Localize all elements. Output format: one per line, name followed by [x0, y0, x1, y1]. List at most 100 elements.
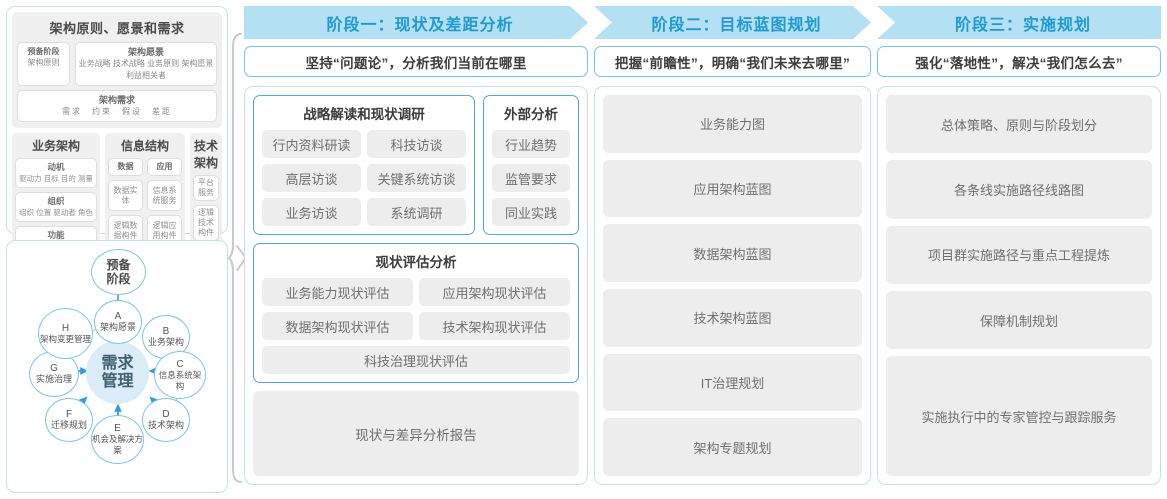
adm-node-e-letter: E	[114, 423, 121, 434]
prep-phase-sub: 架构原则	[27, 58, 60, 67]
adm-node-b-letter: B	[162, 326, 170, 337]
external-analysis-title: 外部分析	[504, 107, 558, 122]
phase-1-top-split: 战略解读和现状调研 行内资料研读 科技访谈 高层访谈 关键系统访谈 业务访谈 系…	[253, 95, 579, 235]
adm-node-d[interactable]: D 技术架构	[142, 398, 190, 442]
phase-2-header[interactable]: 阶段二：目标蓝图规划	[594, 6, 871, 39]
phase-2-header-label: 阶段二：目标蓝图规划	[651, 16, 822, 34]
phase-1-chevron-shape	[244, 6, 588, 39]
strategy-research-item[interactable]: 系统调研	[367, 198, 466, 226]
phase-2-item[interactable]: 数据架构蓝图	[603, 224, 862, 283]
strategy-research-item[interactable]: 高层访谈	[262, 164, 361, 192]
assessment-item[interactable]: 应用架构现状评估	[419, 278, 570, 306]
phase-2-item[interactable]: 架构专题规划	[603, 418, 862, 477]
technology-chip: 逻辑技术构件	[193, 205, 219, 241]
architecture-requirements-head: 架构需求	[98, 95, 135, 105]
adm-node-h-name: 架构变更管理	[39, 333, 91, 344]
business-item-head: 功能	[47, 230, 65, 240]
adm-node-center[interactable]: 需求 管理	[86, 341, 149, 404]
strategy-research-title: 战略解读和现状调研	[303, 107, 425, 122]
current-state-assessment-card: 现状评估分析 业务能力现状评估 应用架构现状评估 数据架构现状评估 技术架构现状…	[253, 243, 579, 383]
phase-2-body: 业务能力图 应用架构蓝图 数据架构蓝图 技术架构蓝图 IT治理规划 架构专题规划	[594, 86, 871, 485]
strategy-research-item[interactable]: 关键系统访谈	[367, 164, 466, 192]
business-item-head: 动机	[47, 162, 65, 172]
adm-node-g[interactable]: G 实施治理	[29, 351, 79, 397]
adm-diagram: 预备 阶段 需求 管理 A 架构愿景 B 业务架构 C 信息系统架构	[7, 241, 227, 492]
current-state-assessment-items: 业务能力现状评估 应用架构现状评估 数据架构现状评估 技术架构现状评估 科技治理…	[262, 278, 570, 374]
adm-node-a[interactable]: A 架构愿景	[94, 300, 142, 344]
business-item-sub: 驱动力 目标 目的 测量	[19, 174, 93, 183]
phase-2-item[interactable]: 业务能力图	[603, 95, 862, 153]
adm-node-a-letter: A	[114, 311, 122, 322]
technology-chip: 平台服务	[193, 175, 219, 201]
strategy-research-item[interactable]: 业务访谈	[262, 198, 361, 226]
adm-node-f-letter: F	[65, 409, 73, 420]
phase-3: 阶段三：实施规划 强化“落地性”，解决“我们怎么去” 总体策略、原则与阶段划分 …	[877, 6, 1161, 493]
adm-node-prep[interactable]: 预备 阶段	[91, 249, 146, 295]
business-architecture-title: 业务架构	[31, 139, 80, 153]
phase-3-item[interactable]: 实施执行中的专家管控与跟踪服务	[886, 356, 1152, 476]
phase-3-item[interactable]: 总体策略、原则与阶段划分	[886, 95, 1152, 154]
adm-node-g-name: 实施治理	[35, 374, 72, 384]
assessment-item[interactable]: 业务能力现状评估	[262, 278, 413, 306]
adm-node-e[interactable]: E 机会及解决方案	[91, 415, 144, 464]
architecture-requirements-sub: 需求 约束 假设 差距	[62, 107, 172, 116]
architecture-vision-cell: 架构愿景 业务战略 技术战略 业务原则 架构愿景 利益相关者	[75, 42, 217, 86]
adm-node-b-name: 业务架构	[147, 337, 184, 347]
adm-node-c-name: 信息系统架构	[158, 369, 202, 391]
application-chip: 信息系统服务	[147, 180, 182, 211]
phase-3-chevron-shape	[877, 6, 1161, 39]
architecture-principles-block: 架构原则、愿景和需求 预备阶段 架构原则 架构愿景 业务战略 技术战略 业务原则…	[12, 12, 222, 128]
adm-center-line2: 管理	[101, 372, 134, 390]
adm-node-a-name: 架构愿景	[99, 322, 136, 332]
business-item: 动机 驱动力 目标 目的 测量	[15, 158, 97, 188]
phase-1-header[interactable]: 阶段一：现状及差距分析	[244, 6, 588, 39]
external-analysis-item[interactable]: 同业实践	[492, 198, 570, 226]
information-structure-title: 信息结构	[120, 139, 169, 153]
left-column: 架构原则、愿景和需求 预备阶段 架构原则 架构愿景 业务战略 技术战略 业务原则…	[6, 6, 228, 493]
adm-node-c[interactable]: C 信息系统架构	[154, 351, 206, 399]
adm-node-d-name: 技术架构	[147, 420, 184, 430]
prep-phase-head: 预备阶段	[27, 47, 60, 56]
phase-2-chevron-shape	[594, 6, 871, 39]
adm-node-h[interactable]: H 架构变更管理	[38, 308, 93, 359]
external-analysis-item[interactable]: 行业趋势	[492, 130, 570, 158]
assessment-item[interactable]: 数据架构现状评估	[262, 312, 413, 340]
phase-2-item[interactable]: IT治理规划	[603, 353, 862, 412]
phase-3-header[interactable]: 阶段三：实施规划	[877, 6, 1161, 39]
phase-3-item[interactable]: 各条线实施路径线路图	[886, 160, 1152, 219]
phase-3-body: 总体策略、原则与阶段划分 各条线实施路径线路图 项目群实施路径与重点工程提炼 保…	[877, 86, 1161, 485]
phase-3-item[interactable]: 项目群实施路径与重点工程提炼	[886, 225, 1152, 285]
adm-prep-line2: 阶段	[106, 272, 131, 286]
strategy-research-items: 行内资料研读 科技访谈 高层访谈 关键系统访谈 业务访谈 系统调研	[262, 130, 466, 226]
phase-3-item[interactable]: 保障机制规划	[886, 291, 1152, 350]
assessment-item[interactable]: 技术架构现状评估	[419, 312, 570, 340]
prep-phase-cell: 预备阶段 架构原则	[17, 42, 70, 86]
adm-center-line1: 需求	[101, 354, 134, 372]
phase-2-subtitle: 把握“前瞻性”，明确“我们未来去哪里”	[594, 46, 871, 77]
adm-node-g-letter: G	[50, 363, 58, 374]
phase-3-header-label: 阶段三：实施规划	[954, 16, 1091, 34]
adm-node-d-letter: D	[162, 409, 170, 420]
adm-node-c-letter: C	[176, 358, 184, 370]
strategy-research-item[interactable]: 行内资料研读	[262, 130, 361, 158]
strategy-research-item[interactable]: 科技访谈	[367, 130, 466, 158]
data-column-head: 数据	[108, 158, 143, 176]
phase-2-item[interactable]: 应用架构蓝图	[603, 159, 862, 218]
adm-node-h-letter: H	[61, 322, 70, 334]
assessment-item[interactable]: 科技治理现状评估	[262, 346, 570, 374]
adm-node-f[interactable]: F 迁移规划	[45, 398, 93, 442]
togaf-content-framework-panel: 架构原则、愿景和需求 预备阶段 架构原则 架构愿景 业务战略 技术战略 业务原则…	[6, 6, 228, 338]
phase-2-item[interactable]: 技术架构蓝图	[603, 289, 862, 347]
adm-prep-line1: 预备	[106, 258, 131, 272]
adm-node-f-name: 迁移规划	[50, 420, 87, 430]
external-analysis-card: 外部分析 行业趋势 监管要求 同业实践	[483, 95, 579, 235]
phase-3-subtitle: 强化“落地性”，解决“我们怎么去”	[877, 46, 1161, 77]
phase-1: 阶段一：现状及差距分析 坚持“问题论”，分析我们当前在哪里 战略解读和现状调研 …	[244, 6, 588, 493]
technology-architecture-title: 技术架构	[193, 139, 218, 170]
data-chip: 数据实体	[108, 180, 143, 211]
gap-analysis-report[interactable]: 现状与差异分析报告	[253, 391, 579, 476]
phase-1-body: 战略解读和现状调研 行内资料研读 科技访谈 高层访谈 关键系统访谈 业务访谈 系…	[244, 86, 588, 485]
current-state-assessment-title: 现状评估分析	[375, 255, 457, 270]
external-analysis-item[interactable]: 监管要求	[492, 164, 570, 192]
